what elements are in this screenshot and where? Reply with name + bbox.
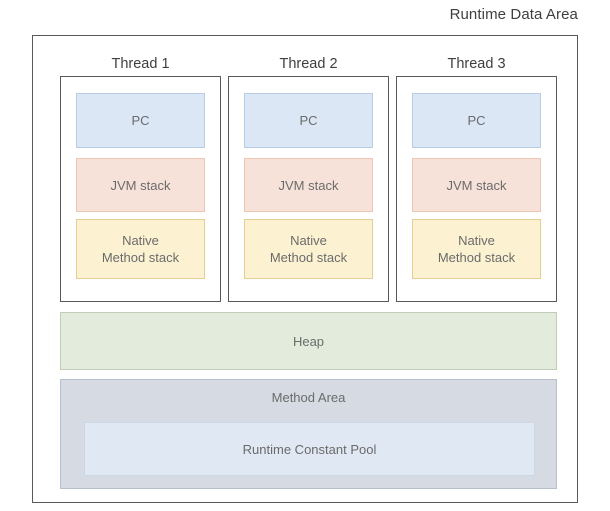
pc-label-2: PC — [299, 113, 318, 128]
thread-column-1: Thread 1 PC JVM stack Native Method stac… — [60, 54, 221, 307]
native-method-stack-label-2-line1: Native — [290, 233, 327, 248]
jvm-stack-label-3: JVM stack — [446, 177, 507, 193]
pc-label-1: PC — [131, 113, 150, 128]
pc-block-2: PC — [244, 93, 373, 148]
thread-box-2: PC JVM stack Native Method stack — [228, 76, 389, 302]
native-method-stack-label-3: Native Method stack — [438, 232, 515, 266]
jvm-stack-block-3: JVM stack — [412, 158, 541, 212]
jvm-stack-label-1: JVM stack — [110, 177, 171, 193]
method-area-label: Method Area — [271, 390, 346, 405]
native-method-stack-label-1-line2: Method stack — [101, 250, 180, 265]
jvm-stack-block-1: JVM stack — [76, 158, 205, 212]
heap-box: Heap — [60, 312, 557, 370]
native-method-stack-block-1: Native Method stack — [76, 219, 205, 279]
native-method-stack-label-2: Native Method stack — [270, 232, 347, 266]
thread-label-2: Thread 2 — [279, 56, 338, 72]
method-area-box: Method Area Runtime Constant Pool — [60, 379, 557, 489]
jvm-stack-label-2: JVM stack — [278, 177, 339, 193]
threads-row: Thread 1 PC JVM stack Native Method stac… — [60, 54, 557, 307]
native-method-stack-block-3: Native Method stack — [412, 219, 541, 279]
runtime-constant-pool-label: Runtime Constant Pool — [242, 441, 377, 457]
pc-label-3: PC — [467, 113, 486, 128]
native-method-stack-block-2: Native Method stack — [244, 219, 373, 279]
native-method-stack-label-1: Native Method stack — [102, 232, 179, 266]
native-method-stack-label-3-line2: Method stack — [437, 250, 516, 265]
diagram-title: Runtime Data Area — [449, 6, 578, 23]
runtime-constant-pool-box: Runtime Constant Pool — [84, 422, 535, 476]
thread-box-3: PC JVM stack Native Method stack — [396, 76, 557, 302]
pc-block-3: PC — [412, 93, 541, 148]
thread-label-3: Thread 3 — [447, 56, 506, 72]
native-method-stack-label-1-line1: Native — [122, 233, 159, 248]
thread-column-3: Thread 3 PC JVM stack Native Method stac… — [396, 54, 557, 307]
native-method-stack-label-3-line1: Native — [458, 233, 495, 248]
jvm-stack-block-2: JVM stack — [244, 158, 373, 212]
thread-column-2: Thread 2 PC JVM stack Native Method stac… — [228, 54, 389, 307]
thread-label-1: Thread 1 — [111, 56, 170, 72]
heap-label: Heap — [292, 333, 325, 349]
runtime-data-area-container: Thread 1 PC JVM stack Native Method stac… — [32, 35, 578, 503]
native-method-stack-label-2-line2: Method stack — [269, 250, 348, 265]
thread-box-1: PC JVM stack Native Method stack — [60, 76, 221, 302]
pc-block-1: PC — [76, 93, 205, 148]
